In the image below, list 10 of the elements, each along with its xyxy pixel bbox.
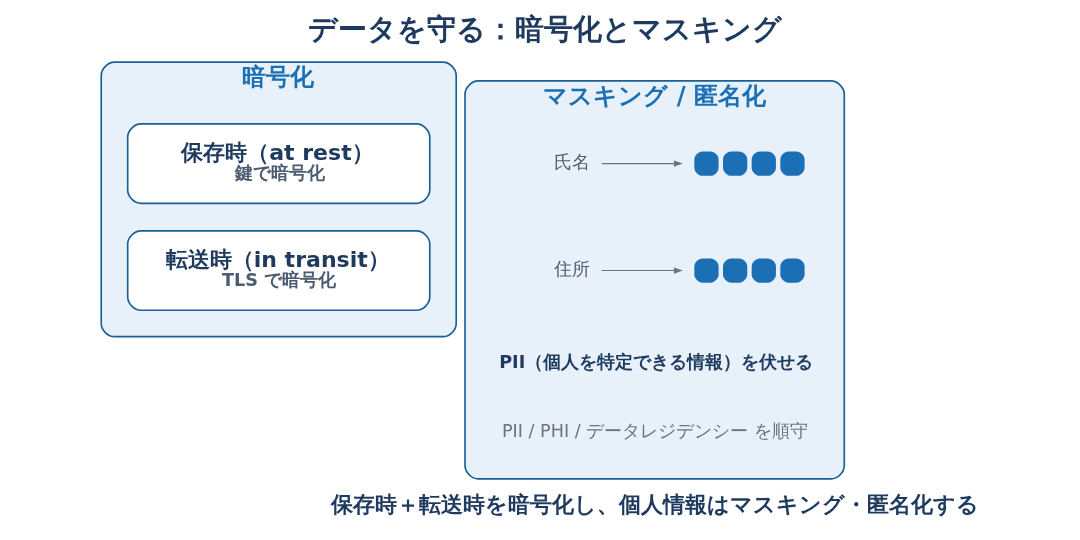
node-box: 保存時（at rest） 鍵で暗号化: [126, 123, 431, 205]
node-box: 転送時（in transit） TLS で暗号化: [126, 230, 431, 312]
arrow: [601, 160, 683, 167]
node-text: 住所: [554, 258, 591, 279]
node-text: PII（個人を特定できる情報）を伏せる: [499, 352, 814, 373]
diagram-title: データを守る：暗号化とマスキング: [307, 11, 782, 46]
node-text: PII / PHI / データレジデンシー を順守: [501, 420, 808, 441]
node-text: 氏名: [554, 151, 591, 172]
caption: 保存時＋転送時を暗号化し、個人情報はマスキング・匿名化する: [330, 491, 979, 517]
arrow: [601, 267, 683, 274]
